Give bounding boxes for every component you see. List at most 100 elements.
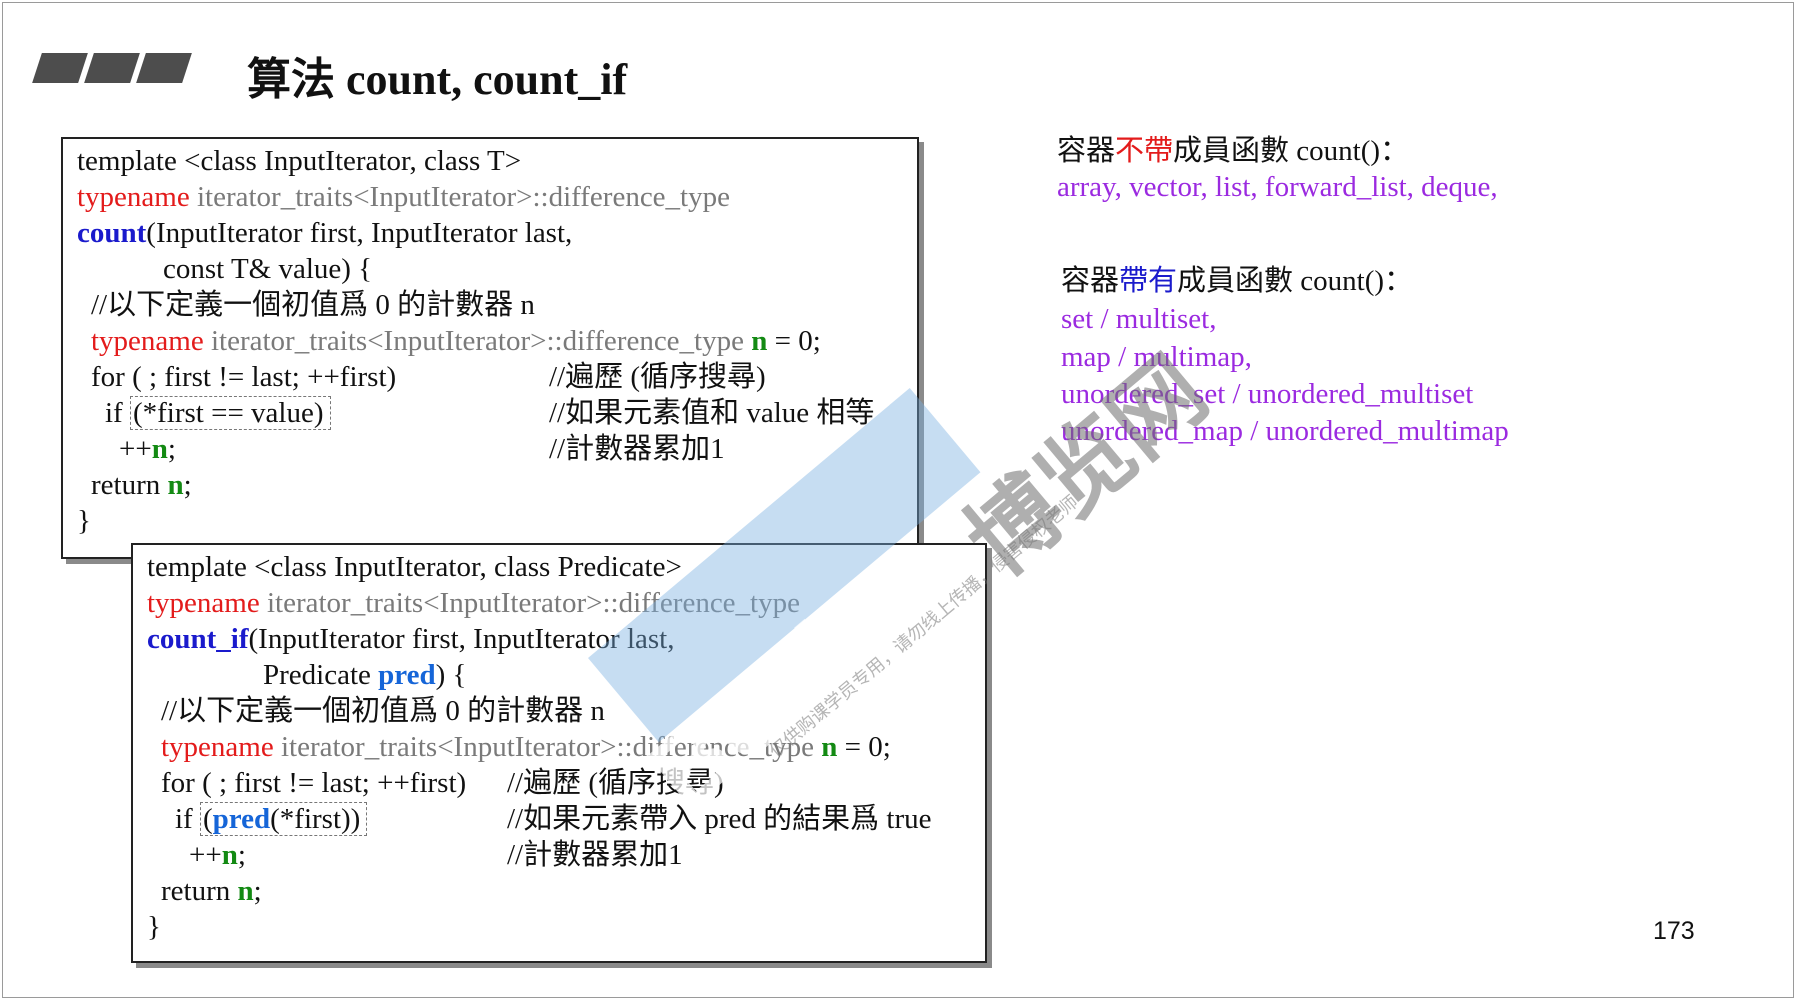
code-comment: //遍歷 (循序搜尋): [549, 361, 766, 393]
code-text: ++: [119, 433, 152, 465]
code-comment: //遍歷 (循序搜尋): [507, 767, 724, 799]
function-name: count_if: [147, 623, 249, 655]
code-text: for ( ; first != last; ++first): [161, 767, 467, 799]
code-line: template <class InputIterator, class T>: [77, 143, 521, 179]
code-comment-line: //以下定義一個初值爲 0 的計數器 n: [161, 693, 605, 729]
code-variable: n: [821, 731, 838, 763]
code-line: }: [77, 503, 91, 539]
code-comment: //以下定義一個初值爲 0 的計數器 n: [161, 695, 605, 727]
code-line: typename iterator_traits<InputIterator>:…: [147, 585, 800, 621]
code-line: typename iterator_traits<InputIterator>:…: [77, 179, 730, 215]
code-line: ++n;: [189, 837, 246, 873]
code-text: (*first)): [270, 803, 361, 835]
code-text: iterator_traits<InputIterator>::differen…: [273, 731, 822, 763]
code-variable: n: [167, 469, 184, 501]
note-highlight: 不帶: [1115, 135, 1174, 167]
code-line: if (pred(*first)): [175, 801, 368, 837]
code-comment: //計數器累加1: [507, 839, 683, 871]
code-text: ++: [189, 839, 222, 871]
code-text: return: [91, 469, 168, 501]
count-if-code-box: template <class InputIterator, class Pre…: [131, 543, 987, 963]
code-line: count(InputIterator first, InputIterator…: [77, 215, 572, 251]
code-text: ) {: [435, 659, 467, 691]
code-comment-line: //計數器累加1: [507, 837, 683, 873]
code-comment-line: //如果元素帶入 pred 的結果爲 true: [507, 801, 931, 837]
title-bar-2: [84, 53, 140, 83]
code-variable: n: [151, 433, 168, 465]
code-line: template <class InputIterator, class Pre…: [147, 549, 682, 585]
code-text: ;: [183, 469, 192, 501]
pred-parameter: pred: [378, 659, 436, 691]
highlighted-condition: (*first == value): [129, 396, 331, 430]
code-comment-line: //如果元素值和 value 相等: [549, 395, 874, 431]
code-line: for ( ; first != last; ++first): [91, 359, 396, 395]
note-text: 成員函數 count()：: [1177, 265, 1414, 297]
container-with-count-item: set / multiset,: [1061, 303, 1217, 335]
count-code-box: template <class InputIterator, class T> …: [61, 137, 919, 559]
code-comment: //計數器累加1: [549, 433, 725, 465]
code-text: return: [161, 875, 238, 907]
code-text: ;: [253, 875, 262, 907]
code-line: typename iterator_traits<InputIterator>:…: [91, 323, 821, 359]
code-line: ++n;: [119, 431, 176, 467]
code-variable: n: [237, 875, 254, 907]
code-keyword: typename: [91, 325, 204, 357]
code-variable: n: [751, 325, 768, 357]
code-text: = 0;: [767, 325, 821, 357]
note-text: 成員函數 count()：: [1173, 135, 1410, 167]
code-line: for ( ; first != last; ++first): [161, 765, 466, 801]
container-with-count-item: unordered_set / unordered_multiset: [1061, 378, 1474, 410]
code-variable: n: [221, 839, 238, 871]
code-line: count_if(InputIterator first, InputItera…: [147, 621, 674, 657]
code-comment-line: //遍歷 (循序搜尋): [549, 359, 766, 395]
highlighted-condition: (pred(*first)): [199, 802, 368, 836]
code-line: }: [147, 909, 161, 945]
container-with-count-item: unordered_map / unordered_multimap: [1061, 415, 1509, 447]
code-comment-line: //遍歷 (循序搜尋): [507, 765, 724, 801]
slide-title: 算法 count, count_if: [247, 55, 628, 104]
code-text: (: [202, 803, 213, 835]
code-text: if: [105, 397, 130, 429]
code-text: const T& value) {: [163, 253, 373, 285]
code-text: }: [77, 505, 91, 537]
code-line: const T& value) {: [163, 251, 372, 287]
code-text: ;: [167, 433, 176, 465]
pred-call: pred: [212, 803, 271, 835]
code-text: iterator_traits<InputIterator>::differen…: [259, 587, 800, 619]
code-comment: //如果元素值和 value 相等: [549, 397, 875, 429]
code-line: typename iterator_traits<InputIterator>:…: [161, 729, 891, 765]
code-line: Predicate pred) {: [263, 657, 466, 693]
container-with-count-item: map / multimap,: [1061, 341, 1252, 373]
code-text: (InputIterator first, InputIterator last…: [146, 217, 573, 249]
code-line: if (*first == value): [105, 395, 331, 431]
code-text: (InputIterator first, InputIterator last…: [248, 623, 675, 655]
code-keyword: typename: [161, 731, 274, 763]
note-without-count-heading: 容器不帶成員函數 count()：: [1057, 133, 1409, 169]
code-comment: //以下定義一個初值爲 0 的計數器 n: [91, 289, 535, 321]
code-text: Predicate: [263, 659, 379, 691]
code-text: }: [147, 911, 161, 943]
code-text: iterator_traits<InputIterator>::differen…: [203, 325, 752, 357]
code-comment-line: //計數器累加1: [549, 431, 725, 467]
function-name: count: [77, 217, 147, 249]
code-text: if: [175, 803, 200, 835]
code-text: = 0;: [837, 731, 891, 763]
code-comment-line: //以下定義一個初值爲 0 的計數器 n: [91, 287, 535, 323]
code-text: for ( ; first != last; ++first): [91, 361, 397, 393]
note-text: 容器: [1061, 265, 1120, 297]
note-text: 容器: [1057, 135, 1116, 167]
page-number: 173: [1653, 917, 1695, 945]
code-line: return n;: [91, 467, 192, 503]
code-keyword: typename: [147, 587, 260, 619]
code-text: template <class InputIterator, class T>: [77, 145, 522, 177]
code-comment: //如果元素帶入 pred 的結果爲 true: [507, 803, 932, 835]
title-bar-3: [136, 53, 192, 83]
title-bar-1: [32, 53, 88, 83]
code-text: ;: [237, 839, 246, 871]
code-keyword: typename: [77, 181, 190, 213]
containers-without-count-list: array, vector, list, forward_list, deque…: [1057, 171, 1498, 203]
code-text: template <class InputIterator, class Pre…: [147, 551, 682, 583]
note-with-count-heading: 容器帶有成員函數 count()：: [1061, 263, 1413, 299]
code-line: return n;: [161, 873, 262, 909]
